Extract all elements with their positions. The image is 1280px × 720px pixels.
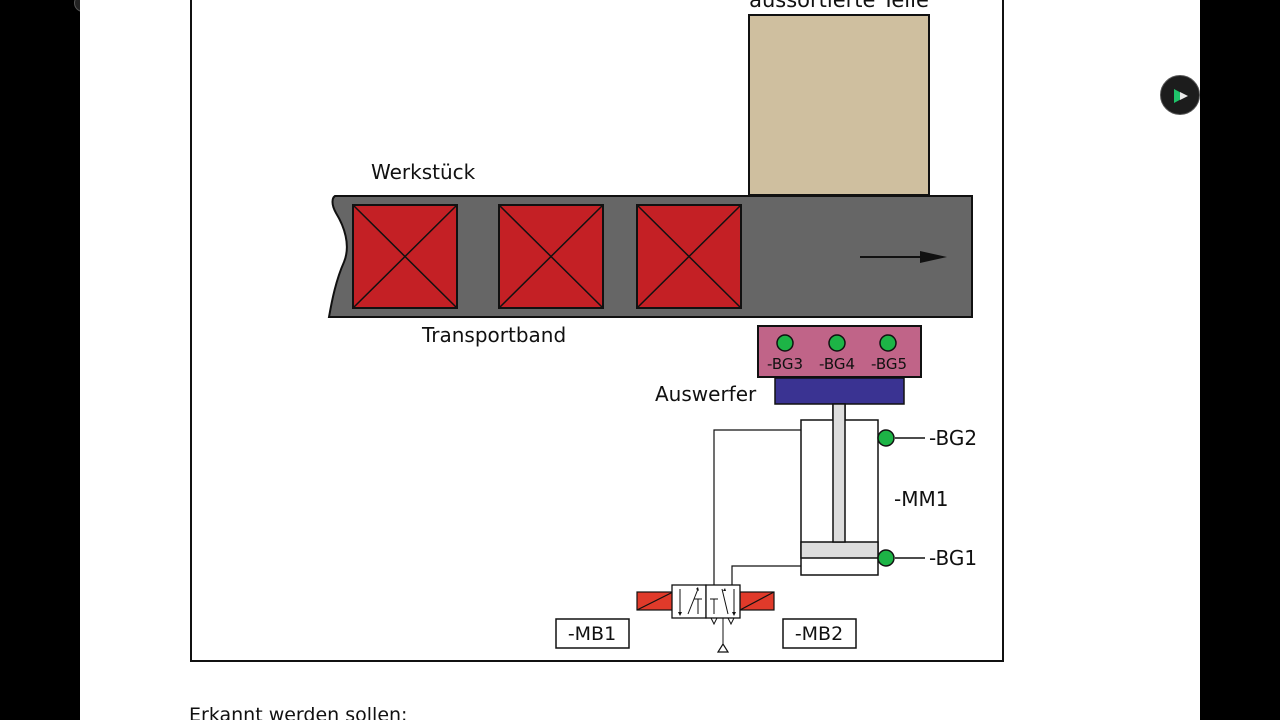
workpiece-label: Werkstück [371, 160, 476, 184]
coil-mb2-label: -MB2 [795, 623, 843, 645]
pneumatic-diagram: aussortierte Teile [327, 0, 977, 653]
valve-5-2 [636, 584, 775, 653]
play-arrow-icon [1174, 89, 1188, 103]
sensor-bg4-label: -BG4 [819, 355, 855, 373]
sensor-bg4-dot [828, 334, 846, 352]
nav-play-button[interactable] [1160, 75, 1200, 115]
sensor-bg5-label: -BG5 [871, 355, 907, 373]
sensor-bg1-dot [877, 549, 895, 567]
air-line-top [713, 429, 801, 585]
ejector-label: Auswerfer [655, 382, 757, 406]
workpiece-3 [636, 204, 742, 309]
page-area: aussortierte Teile [80, 0, 1200, 720]
coil-mb2-box [782, 618, 857, 649]
diagram-frame: aussortierte Teile [190, 0, 1004, 662]
air-line-bottom [731, 565, 801, 585]
workpiece-1 [352, 204, 458, 309]
storage-label: aussortierte Teile [749, 0, 929, 12]
sensor-bg5-dot [879, 334, 897, 352]
coil-mb1-box [555, 618, 630, 649]
cylinder-piston [800, 541, 879, 559]
conveyor-label: Transportband [421, 323, 566, 347]
sensor-bg2-label: -BG2 [929, 426, 977, 450]
sensor-bg3-label: -BG3 [767, 355, 803, 373]
sensor-bg2-dot [877, 429, 895, 447]
workpiece-2 [498, 204, 604, 309]
ejector-plate [774, 377, 905, 405]
cylinder-label: -MM1 [894, 487, 948, 511]
sensor-bg3-dot [776, 334, 794, 352]
sensor-bg1-label: -BG1 [929, 546, 977, 570]
arrow-right-icon [860, 251, 947, 263]
coil-mb1-label: -MB1 [568, 623, 616, 645]
caption-text: Erkannt werden sollen: [189, 704, 408, 720]
storage-box [748, 14, 930, 196]
